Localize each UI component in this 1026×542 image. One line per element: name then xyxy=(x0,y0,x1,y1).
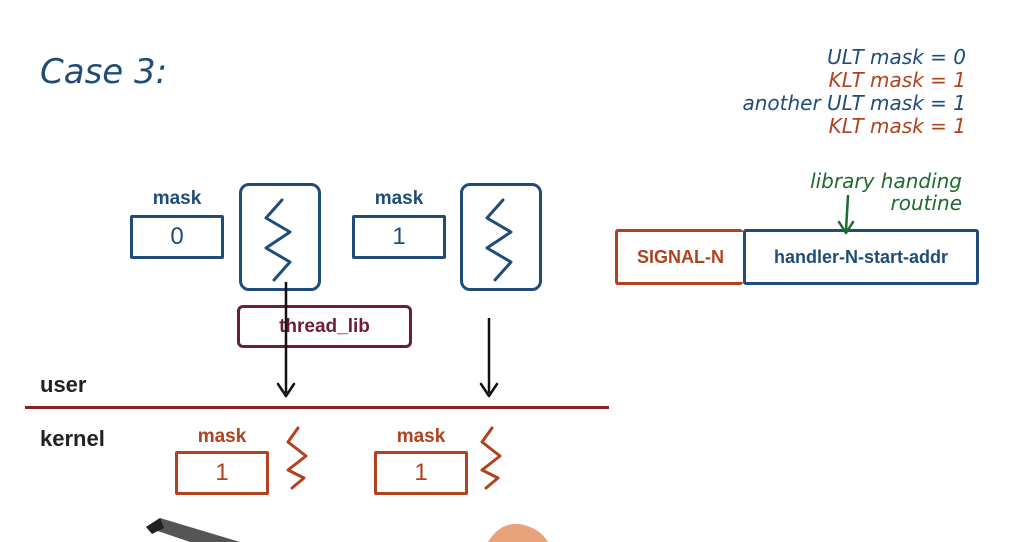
klt2-mask-box: 1 xyxy=(374,451,468,495)
klt1-thread-squiggle-icon xyxy=(286,426,308,490)
note-another-ult-mask: another ULT mask = 1 xyxy=(742,91,966,115)
klt1-mask-label: mask xyxy=(197,426,247,447)
annotation-pointer-arrowhead-icon xyxy=(837,220,855,235)
ult1-thread-box xyxy=(239,183,321,291)
user-kernel-divider xyxy=(25,406,609,409)
note-second-klt-mask: KLT mask = 1 xyxy=(828,114,966,138)
signal-handler-table: SIGNAL-N handler-N-start-addr xyxy=(615,229,979,285)
ult1-mask-box: 0 xyxy=(130,215,224,259)
slide-title: Case 3: xyxy=(40,52,168,92)
thread-lib-box: thread_lib xyxy=(237,305,412,348)
ult2-to-kernel-arrowhead-icon xyxy=(479,382,499,398)
kernel-layer-label: kernel xyxy=(40,426,105,451)
ult1-to-kernel-arrowhead-icon xyxy=(276,382,296,398)
signal-name-cell: SIGNAL-N xyxy=(615,229,743,285)
klt1-mask-box: 1 xyxy=(175,451,269,495)
user-layer-label: user xyxy=(40,372,87,397)
annotation-line-2: routine xyxy=(890,191,962,215)
mask-notes: ULT mask = 0 KLT mask = 1 another ULT ma… xyxy=(742,46,966,138)
annotation-pointer-line xyxy=(844,194,850,232)
klt2-mask-label: mask xyxy=(396,426,446,447)
hand-icon xyxy=(488,523,548,542)
ult1-thread-squiggle-icon xyxy=(264,198,292,282)
annotation-line-1: library handing xyxy=(810,169,962,193)
ult2-thread-squiggle-icon xyxy=(485,198,513,282)
klt2-thread-squiggle-icon xyxy=(480,426,502,490)
ult2-thread-box xyxy=(460,183,542,291)
ult1-mask-label: mask xyxy=(152,188,202,209)
pen-icon xyxy=(146,518,240,542)
handler-address-cell: handler-N-start-addr xyxy=(743,229,979,285)
note-ult-mask: ULT mask = 0 xyxy=(827,45,966,69)
ult2-mask-box: 1 xyxy=(352,215,446,259)
ult2-mask-label: mask xyxy=(374,188,424,209)
pen-tip-icon xyxy=(146,518,164,534)
library-handling-annotation: library handing routine xyxy=(782,170,962,214)
note-klt-mask: KLT mask = 1 xyxy=(828,68,966,92)
